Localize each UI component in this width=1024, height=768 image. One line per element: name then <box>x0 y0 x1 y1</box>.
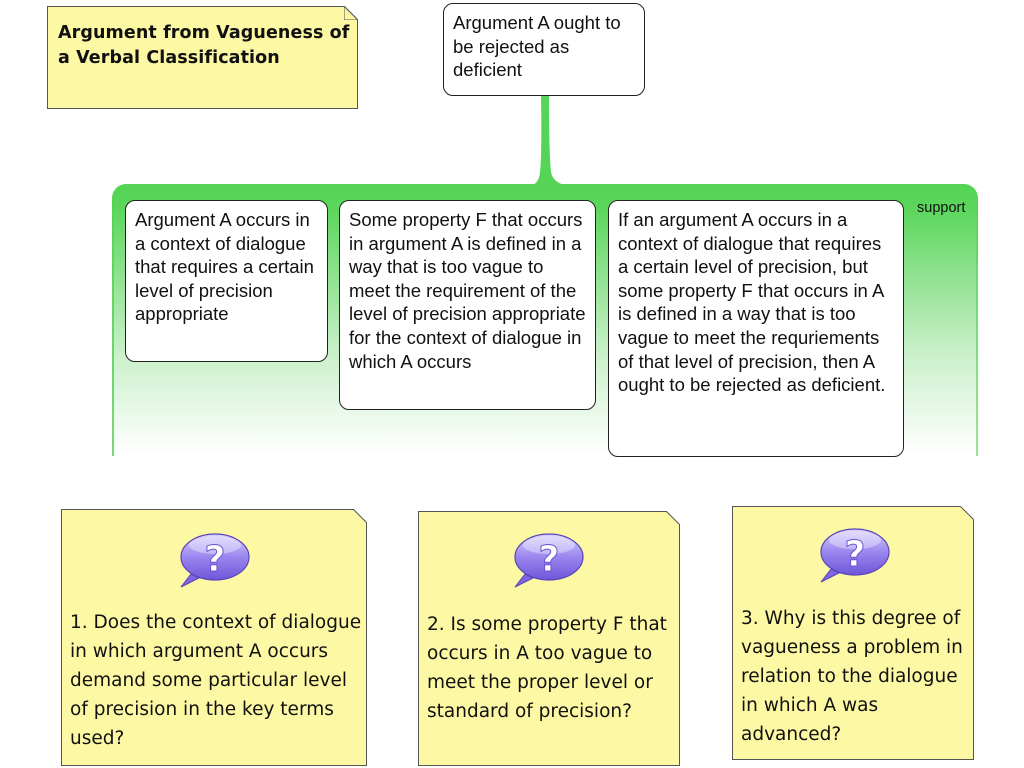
premise-node[interactable]: Some property F that occurs in argument … <box>339 200 596 410</box>
critical-question-text: 3. Why is this degree of vagueness a pro… <box>741 608 963 745</box>
svg-text:?: ? <box>845 534 866 575</box>
critical-question-note[interactable]: ? 2. Is some property F that occurs in A… <box>418 511 680 766</box>
title-note[interactable]: Argument from Vagueness of a Verbal Clas… <box>47 6 358 109</box>
critical-question-note[interactable]: ? 3. Why is this degree of vagueness a p… <box>732 506 974 760</box>
support-region-left-edge <box>112 198 114 456</box>
folded-corner <box>666 511 680 525</box>
support-connector <box>520 94 580 188</box>
folded-corner <box>960 506 974 520</box>
support-label: support <box>917 200 966 216</box>
critical-question-text: 2. Is some property F that occurs in A t… <box>427 614 667 722</box>
critical-question-note[interactable]: ? 1. Does the context of dialogue in whi… <box>61 509 367 766</box>
folded-corner <box>344 6 358 20</box>
folded-corner <box>353 509 367 523</box>
critical-question-text: 1. Does the context of dialogue in which… <box>70 612 362 749</box>
question-bubble-icon: ? <box>820 528 890 583</box>
question-bubble-icon: ? <box>514 533 584 588</box>
premise-node[interactable]: Argument A occurs in a context of dialog… <box>125 200 328 362</box>
premise-node[interactable]: If an argument A occurs in a context of … <box>608 200 904 457</box>
question-bubble-icon: ? <box>180 533 250 588</box>
diagram-title: Argument from Vagueness of a Verbal Clas… <box>58 23 350 68</box>
support-region-right-edge <box>976 198 978 456</box>
svg-text:?: ? <box>539 539 560 580</box>
svg-text:?: ? <box>205 539 226 580</box>
conclusion-node[interactable]: Argument A ought to be rejected as defic… <box>443 3 645 96</box>
